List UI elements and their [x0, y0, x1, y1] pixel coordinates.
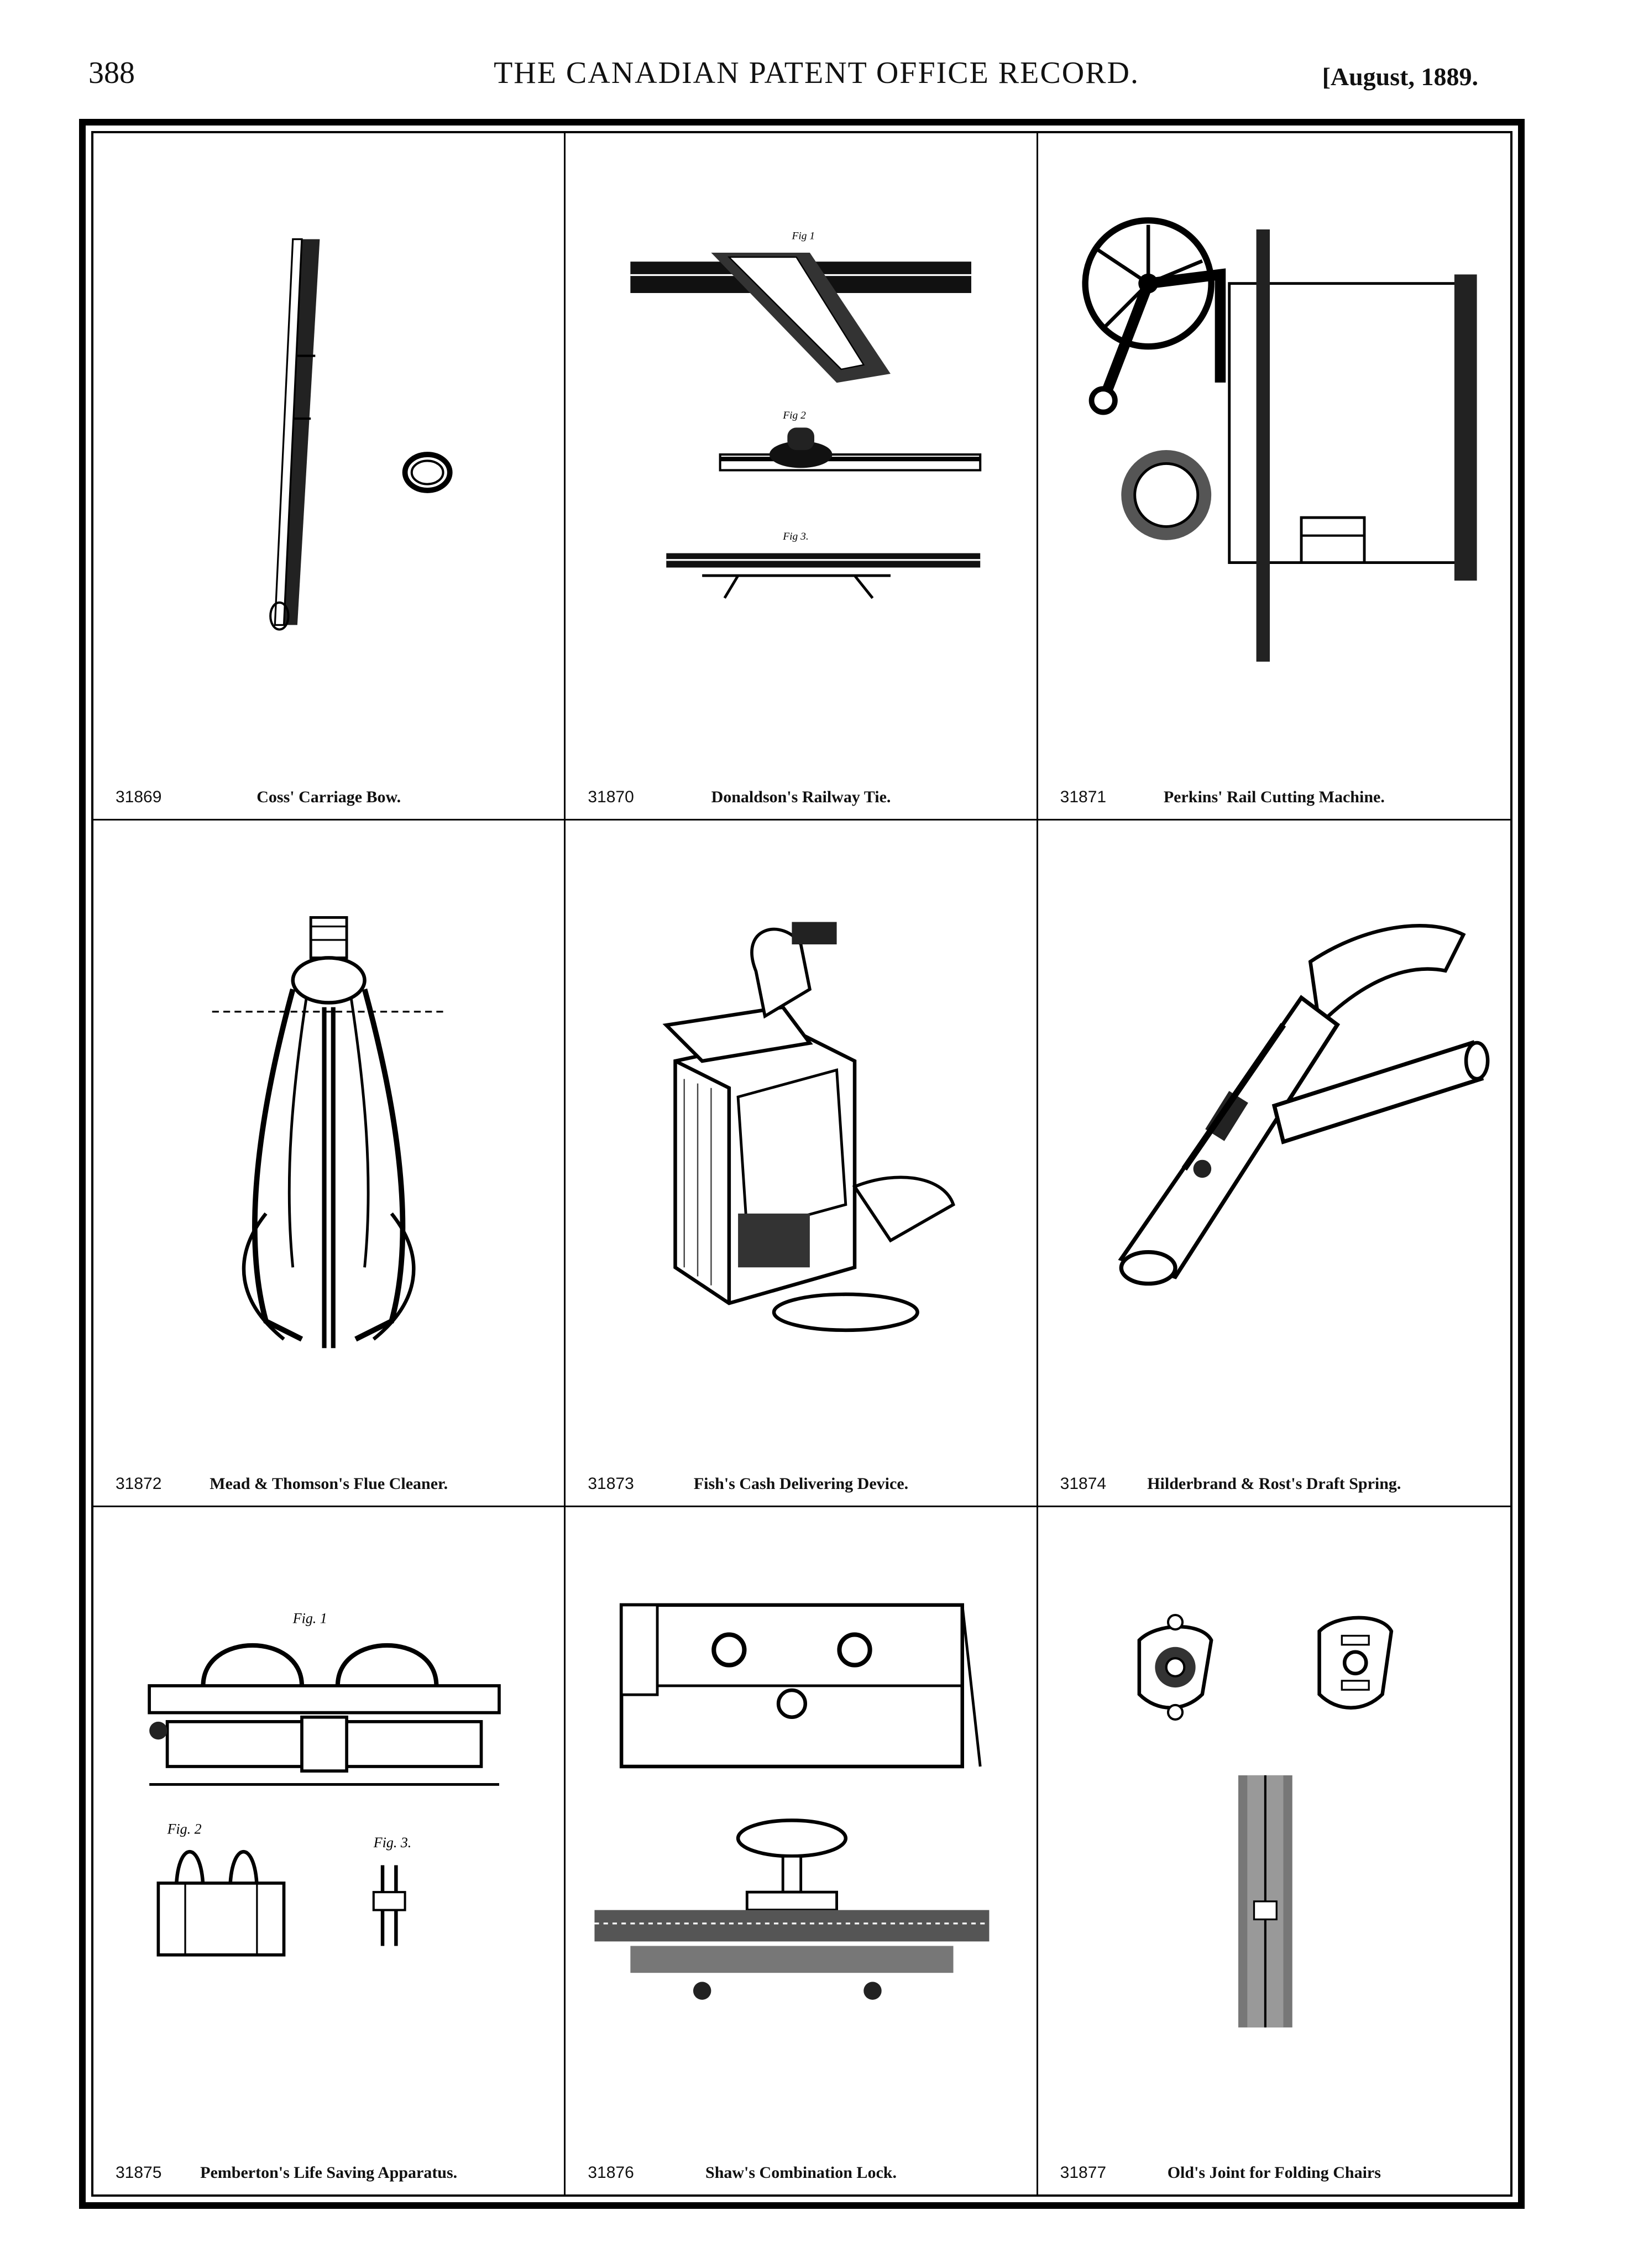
figure-label: Fig. 3.	[373, 1835, 411, 1851]
plates-inner-border: 31869 Coss' Carriage Bow. Fig 1 Fig 2	[91, 131, 1512, 2197]
patent-number: 31875	[116, 2163, 162, 2182]
patent-cell-31873: 31873 Fish's Cash Delivering Device.	[566, 820, 1038, 1508]
patent-cell-31877: 31877 Old's Joint for Folding Chairs	[1038, 1507, 1510, 2194]
draft-spring-illustration	[1118, 923, 1490, 1285]
patent-number: 31873	[588, 1475, 634, 1493]
plates-frame: 31869 Coss' Carriage Bow. Fig 1 Fig 2	[79, 119, 1525, 2209]
patent-cell-31876: 31876 Shaw's Combination Lock.	[566, 1507, 1038, 2194]
figure-label: Fig. 2	[167, 1821, 202, 1837]
patent-caption: 31875 Pemberton's Life Saving Apparatus.	[93, 2149, 564, 2182]
patent-number: 31872	[116, 1475, 162, 1493]
flue-cleaner-illustration	[212, 916, 446, 1348]
page-title: THE CANADIAN PATENT OFFICE RECORD.	[494, 56, 1139, 90]
figure-label: Fig 3.	[783, 531, 809, 542]
patent-number: 31870	[588, 787, 634, 806]
patent-title: Coss' Carriage Bow.	[257, 787, 401, 806]
patent-number: 31871	[1060, 787, 1107, 806]
patent-title: Donaldson's Railway Tie.	[711, 787, 891, 806]
patent-cell-31874: 31874 Hilderbrand & Rost's Draft Spring.	[1038, 821, 1510, 1508]
folding-chair-joint-illustration	[1137, 1614, 1393, 2028]
patent-number: 31874	[1060, 1475, 1107, 1493]
patent-number: 31876	[588, 2163, 634, 2182]
patent-title: Old's Joint for Folding Chairs	[1167, 2163, 1381, 2182]
patent-cell-31870: Fig 1 Fig 2 Fig 3.	[566, 133, 1038, 821]
patent-cell-31869: 31869 Coss' Carriage Bow.	[93, 133, 566, 821]
patent-caption: 31870 Donaldson's Railway Tie.	[566, 774, 1036, 807]
page-number: 388	[88, 56, 135, 90]
carriage-bow-illustration	[269, 238, 453, 631]
patent-caption: 31872 Mead & Thomson's Flue Cleaner.	[93, 1460, 564, 1493]
patent-title: Pemberton's Life Saving Apparatus.	[200, 2163, 458, 2182]
life-saving-apparatus-illustration: Fig. 1 Fig. 2 Fig. 3.	[148, 1611, 501, 1957]
patent-title: Perkins' Rail Cutting Machine.	[1163, 787, 1385, 806]
figure-label: Fig. 1	[292, 1611, 327, 1627]
figure-label: Fig 2	[783, 410, 807, 421]
figure-label: Fig 1	[792, 231, 815, 242]
plates-grid: 31869 Coss' Carriage Bow. Fig 1 Fig 2	[93, 133, 1510, 2194]
patent-caption: 31873 Fish's Cash Delivering Device.	[566, 1460, 1036, 1493]
patent-caption: 31874 Hilderbrand & Rost's Draft Spring.	[1038, 1460, 1510, 1493]
patent-title: Hilderbrand & Rost's Draft Spring.	[1147, 1475, 1401, 1493]
rail-cutting-machine-illustration	[1082, 217, 1477, 662]
patent-caption: 31877 Old's Joint for Folding Chairs	[1038, 2149, 1510, 2182]
patent-title: Shaw's Combination Lock.	[705, 2163, 897, 2182]
patent-number: 31877	[1060, 2163, 1107, 2182]
patent-caption: 31871 Perkins' Rail Cutting Machine.	[1038, 774, 1510, 807]
cash-delivering-device-illustration	[662, 922, 956, 1332]
patent-cell-31871: 31871 Perkins' Rail Cutting Machine.	[1038, 133, 1510, 821]
railway-tie-illustration: Fig 1 Fig 2 Fig 3.	[630, 231, 982, 599]
patent-title: Mead & Thomson's Flue Cleaner.	[210, 1475, 448, 1493]
page-date: [August, 1889.	[1322, 62, 1478, 91]
patent-title: Fish's Cash Delivering Device.	[693, 1475, 909, 1493]
patent-cell-31872: 31872 Mead & Thomson's Flue Cleaner.	[93, 820, 566, 1508]
combination-lock-illustration	[594, 1603, 990, 2000]
patent-caption: 31869 Coss' Carriage Bow.	[93, 774, 564, 807]
patent-cell-31875: Fig. 1 Fig. 2 Fig. 3.	[93, 1507, 566, 2194]
patent-caption: 31876 Shaw's Combination Lock.	[566, 2149, 1036, 2182]
patent-number: 31869	[116, 787, 162, 806]
